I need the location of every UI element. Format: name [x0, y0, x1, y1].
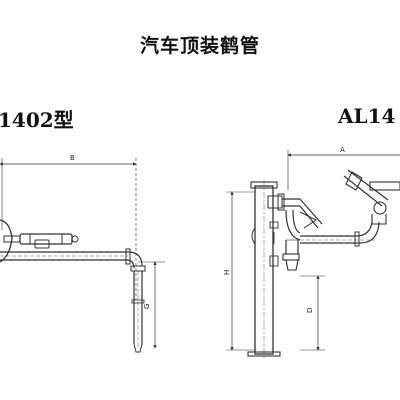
dimension-a: A — [287, 146, 400, 190]
left-loading-arm-drawing: B G — [0, 154, 165, 353]
right-support-column — [247, 180, 283, 358]
diagram-title: 汽车顶装鹤管 — [139, 35, 260, 57]
model-label-left: 1402型 — [0, 108, 74, 132]
left-balance-cylinder — [3, 233, 79, 249]
dimension-d: D — [300, 275, 325, 351]
dimension-h-label: H — [223, 270, 231, 275]
dimension-d-label: D — [306, 308, 314, 313]
dimension-b: B — [0, 154, 137, 300]
left-drop-pipe — [131, 271, 145, 353]
left-outer-arm — [0, 248, 146, 272]
dimension-h: H — [223, 191, 255, 351]
left-column-stub — [0, 219, 13, 263]
dimension-b-label: B — [70, 154, 75, 162]
dimension-a-label: A — [340, 146, 345, 154]
right-column-fittings — [269, 221, 279, 267]
right-loading-arm-drawing: A H D — [223, 146, 400, 358]
model-label-right: AL14 — [338, 104, 396, 128]
dimension-g-label: G — [143, 304, 151, 309]
dimension-g: G — [138, 261, 165, 349]
right-elbow-down — [282, 209, 301, 271]
right-inner-arm — [277, 193, 323, 229]
right-upper-swivel — [299, 169, 400, 229]
right-outer-arm — [300, 221, 380, 247]
